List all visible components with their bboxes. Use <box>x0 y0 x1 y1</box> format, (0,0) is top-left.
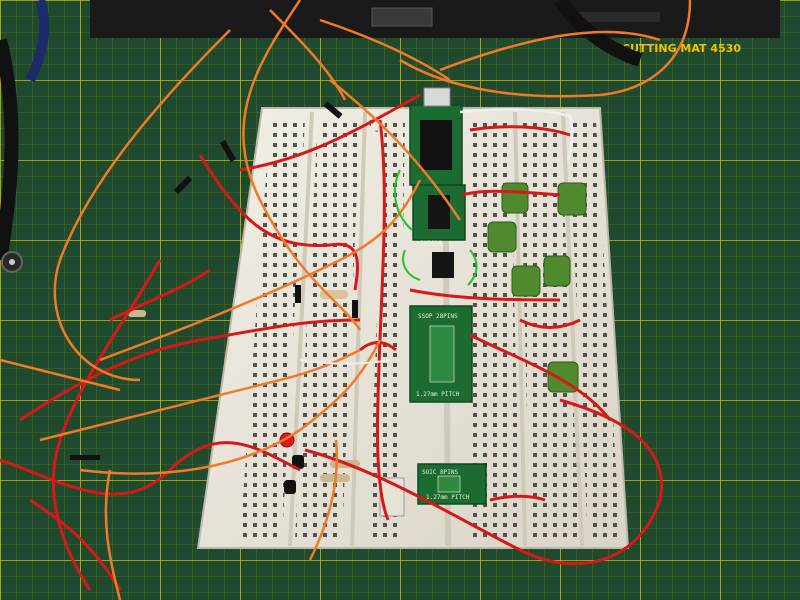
laptop-edge <box>90 0 780 38</box>
black-cable <box>25 0 50 83</box>
rail-label-minus: - <box>375 126 379 137</box>
film-capacitor <box>557 182 587 216</box>
resistor <box>128 310 146 317</box>
film-capacitor <box>543 255 571 287</box>
black-cable <box>554 0 643 67</box>
white-wire <box>299 359 391 365</box>
laptop-vent <box>570 12 660 22</box>
red-wires <box>0 93 663 591</box>
film-capacitor <box>487 221 517 253</box>
white-wire <box>459 108 574 161</box>
soic8-adaptor-board: SOIC 8PINS 1.27mm PITCH <box>417 463 487 505</box>
black-jumper-plugs <box>70 101 358 460</box>
ssop28-label: SSOP 28PINS <box>418 313 458 320</box>
transistor <box>284 480 296 494</box>
soic8-label: SOIC 8PINS <box>422 469 459 476</box>
soic8-pitch-label: 1.27mm PITCH <box>426 494 470 501</box>
film-capacitor <box>511 265 541 297</box>
soic16-label: SOIC16 <box>420 240 442 247</box>
laptop-port <box>371 7 433 27</box>
dip28-adaptor-board: DIP28 ADAPTOR <box>402 87 463 190</box>
orange-wires <box>0 0 692 600</box>
rca-plug-tip <box>9 259 15 265</box>
black-cable <box>0 38 19 262</box>
mat-label: CUTTING MAT 4530 <box>622 42 741 55</box>
dip8-chip <box>432 252 454 278</box>
transistor <box>292 455 304 469</box>
capacitors <box>487 182 587 393</box>
film-capacitor <box>501 182 529 214</box>
ssop28-adaptor-board: SSOP 28PINS 1.27mm PITCH <box>409 305 473 403</box>
ssop28-pitch-label: 1.27mm PITCH <box>416 391 460 398</box>
green-jumpers <box>393 169 478 286</box>
